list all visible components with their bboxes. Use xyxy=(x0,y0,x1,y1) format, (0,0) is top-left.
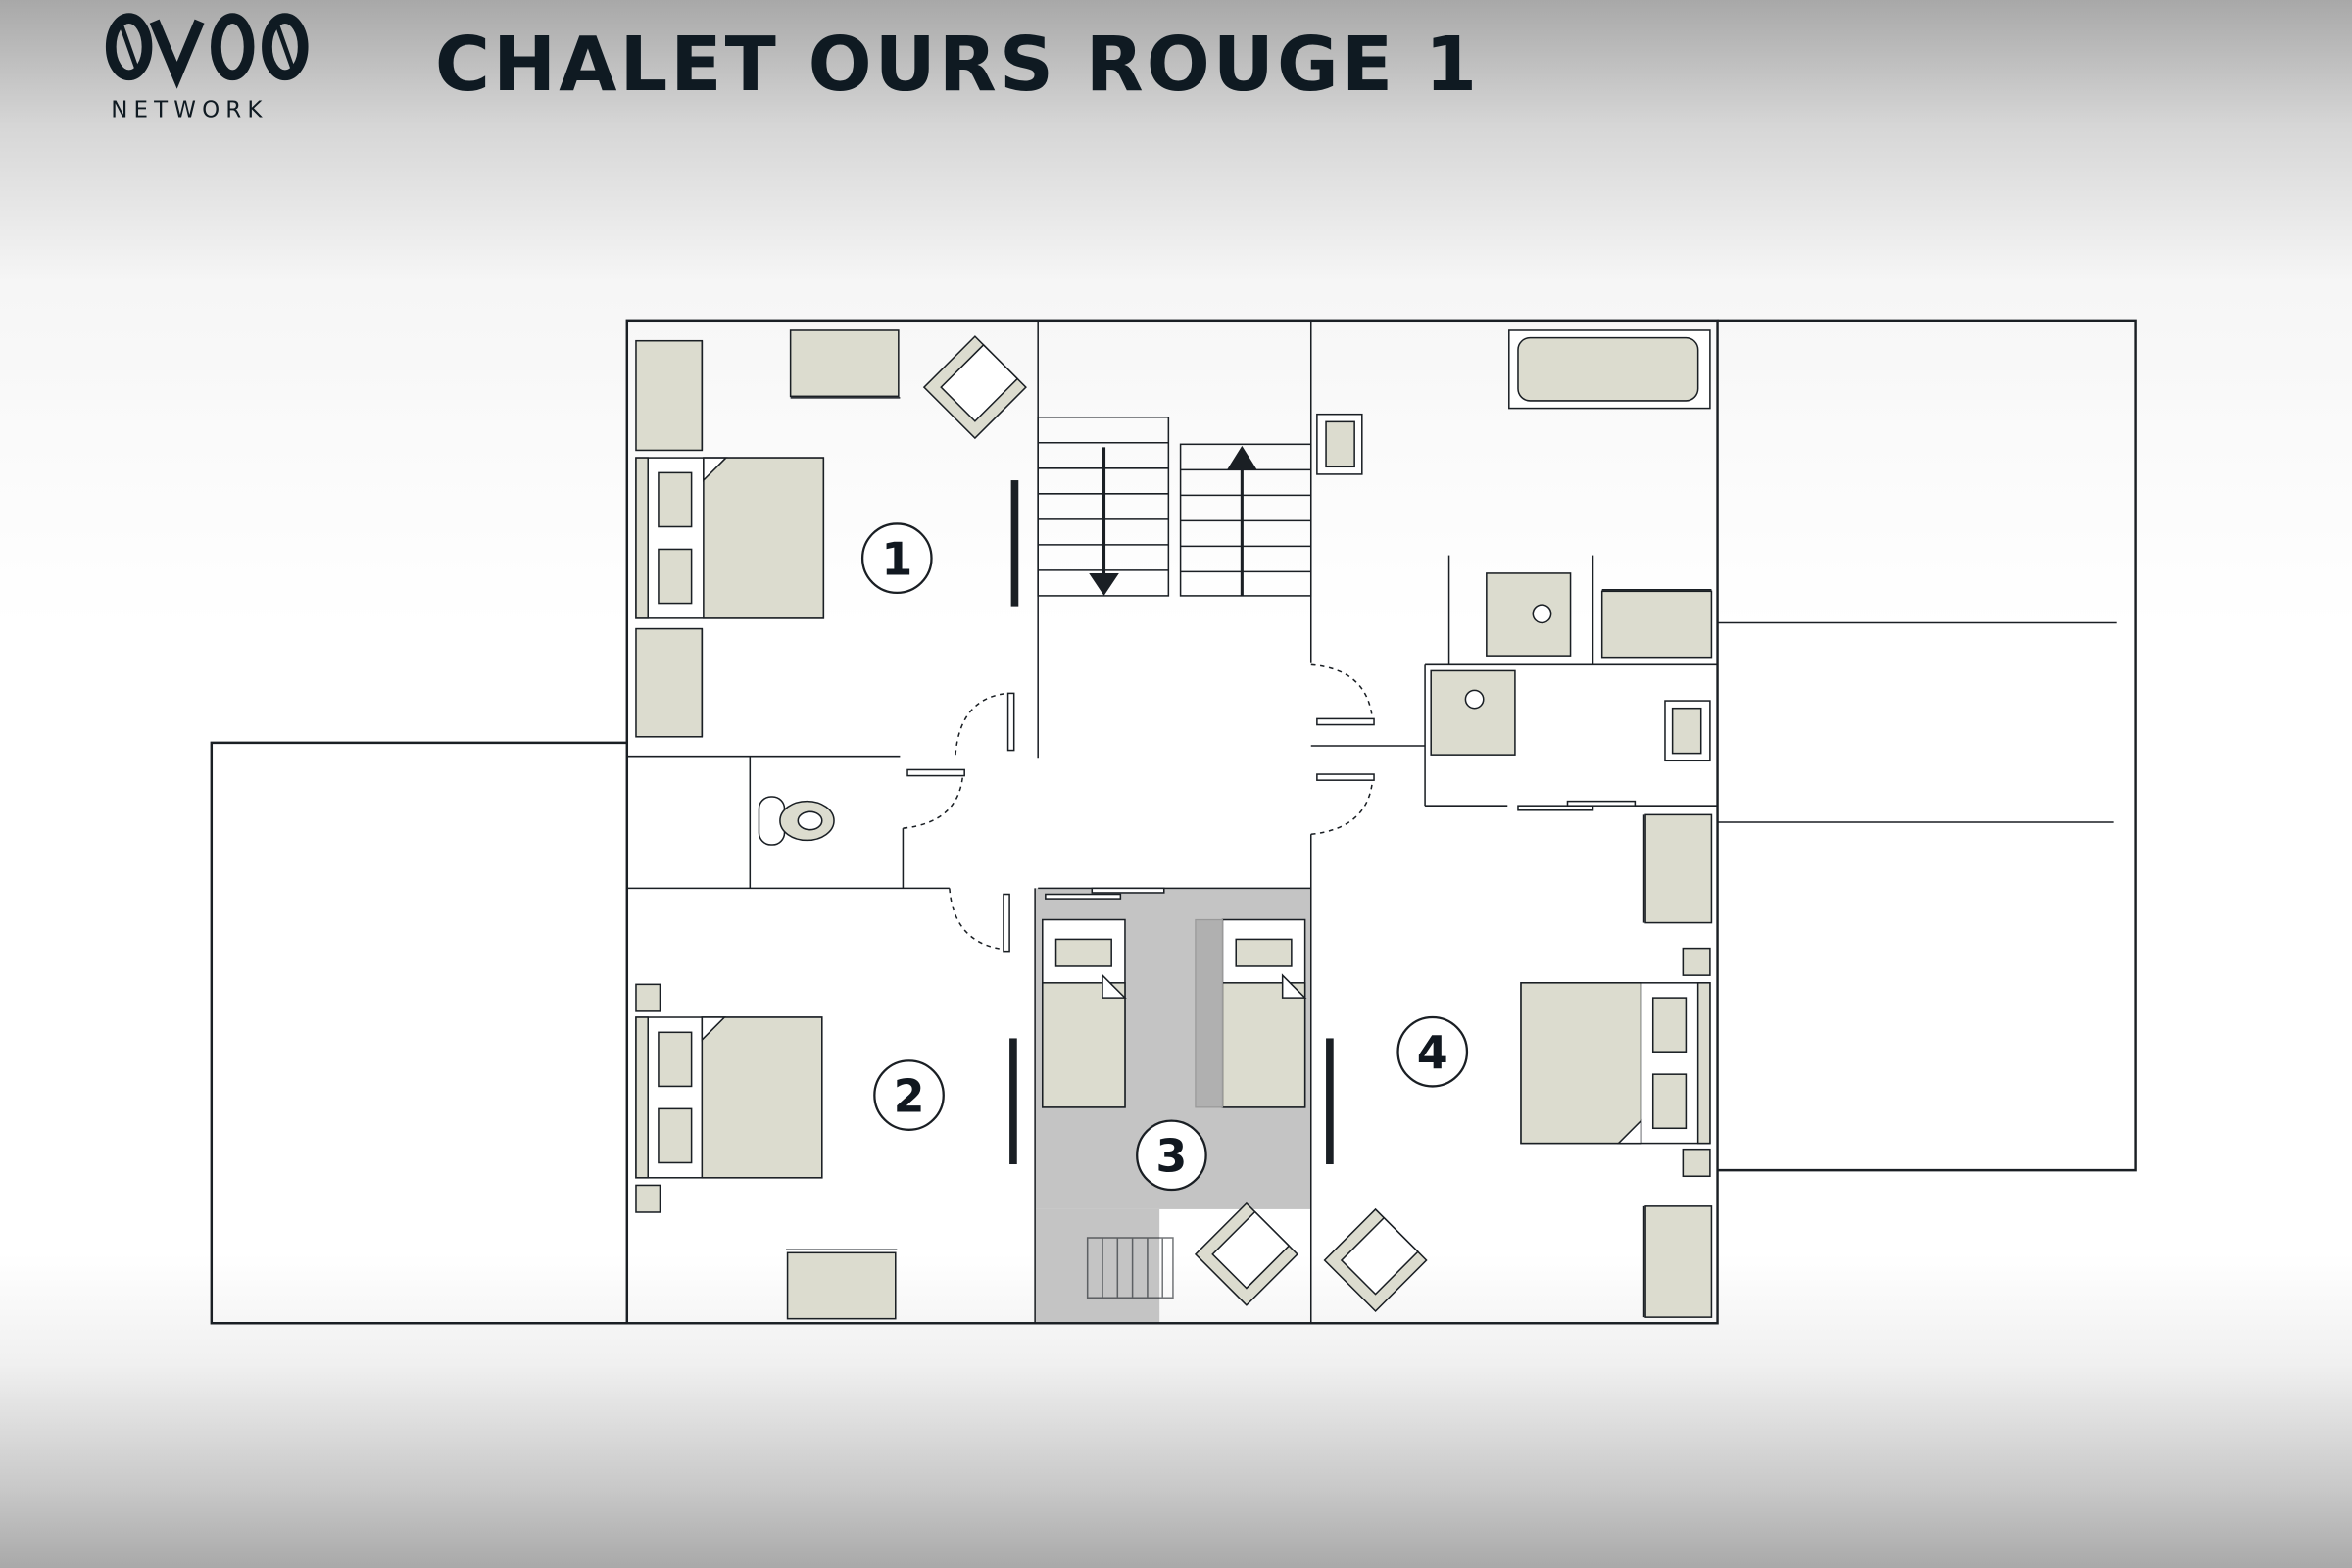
ladder-stairs xyxy=(1086,1237,1174,1298)
staircase-down xyxy=(1037,416,1170,597)
room-label-1: 1 xyxy=(860,522,933,594)
sink-icon xyxy=(1671,707,1702,755)
staircase-up xyxy=(1179,443,1312,597)
room-3-alcove xyxy=(1035,1208,1160,1324)
room-number: 3 xyxy=(1155,1130,1187,1183)
shower-icon xyxy=(1430,669,1516,756)
tv-icon xyxy=(1009,1038,1017,1165)
logo: NETWORK xyxy=(105,13,309,123)
room-3-furniture xyxy=(1042,918,1307,1306)
room-number: 2 xyxy=(894,1069,925,1122)
room-label-4: 4 xyxy=(1396,1015,1469,1088)
logo-mark-icon xyxy=(105,13,309,89)
toilet-icon xyxy=(758,796,835,846)
tv-icon xyxy=(1010,480,1019,607)
bathroom-fixtures xyxy=(1316,329,1713,762)
double-bed xyxy=(635,457,825,619)
arrow-up-icon xyxy=(1227,445,1257,470)
logo-text: NETWORK xyxy=(111,98,268,123)
doors xyxy=(903,663,1637,953)
room-4-furniture xyxy=(1323,813,1713,1318)
room-number: 4 xyxy=(1417,1026,1448,1079)
tv-icon xyxy=(1326,1038,1334,1165)
room-label-3: 3 xyxy=(1136,1119,1207,1192)
sink-icon xyxy=(1325,420,1355,468)
page-title: CHALET OURS ROUGE 1 xyxy=(435,22,1480,109)
room-2-furniture xyxy=(635,983,1017,1320)
room-1-furniture xyxy=(635,329,1027,738)
arrow-down-icon xyxy=(1089,572,1119,596)
room-label-2: 2 xyxy=(873,1059,945,1131)
shower-icon xyxy=(1486,572,1572,657)
armchair xyxy=(922,335,1027,440)
room-number: 1 xyxy=(881,532,912,585)
